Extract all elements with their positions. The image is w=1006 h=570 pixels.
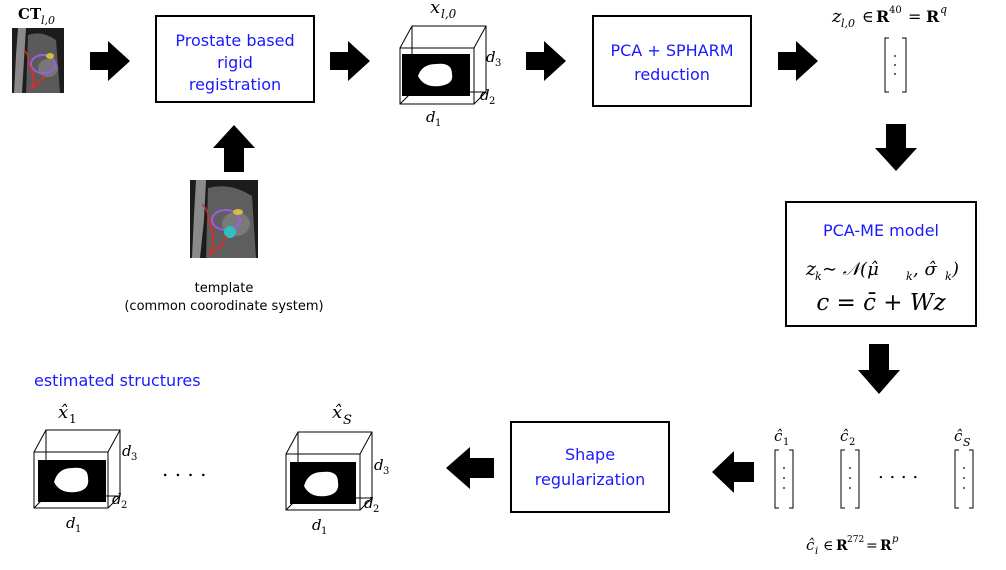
svg-text:template: template [195,281,254,296]
svg-text:=: = [908,7,921,26]
template-image [190,180,258,258]
svg-text:k: k [945,270,952,283]
svg-text:d: d [364,494,374,512]
c-vector-definition: ĉ i ∈ R 272 = R p [806,534,899,557]
rigid-registration-box: Prostate based rigid registration [155,15,315,103]
svg-text:d: d [112,490,122,508]
svg-text:l,0: l,0 [841,17,855,30]
svg-text:registration: registration [189,75,281,94]
svg-text:1: 1 [321,526,327,537]
svg-text:ĉ: ĉ [806,536,815,554]
svg-text:2: 2 [121,500,127,511]
svg-text:∈: ∈ [862,7,874,26]
svg-text:PCA + SPHARM: PCA + SPHARM [610,41,733,60]
svg-text:ĉ: ĉ [954,427,963,445]
svg-text:regularization: regularization [535,470,646,489]
arrow-down-icon [875,124,917,171]
svg-text:d: d [312,516,322,534]
svg-text:(common coorodinate system): (common coorodinate system) [124,299,323,314]
svg-text:d: d [480,86,490,104]
svg-text:2: 2 [489,96,495,107]
svg-text:x̂: x̂ [332,402,342,423]
z-vector-bracket [884,37,907,93]
svg-text:x: x [430,0,440,18]
svg-text:1: 1 [69,412,77,426]
svg-text:d: d [426,108,436,126]
arrow-right-icon [526,41,566,81]
svg-text:2: 2 [849,437,855,448]
svg-text:CT: CT [18,5,42,23]
svg-text:40: 40 [889,5,902,16]
svg-text:d: d [374,456,384,474]
svg-text:l,0: l,0 [441,7,457,21]
svg-text:S: S [343,413,352,428]
svg-text:. . . .: . . . . [878,462,918,483]
arrow-right-icon [778,41,818,81]
arrow-left-icon [446,447,494,489]
volumes-ellipsis: . . . . [162,457,207,481]
svg-text:1: 1 [435,118,441,129]
template-caption: template (common coorodinate system) [124,281,323,314]
svg-text:l,0: l,0 [41,14,55,27]
svg-text:c = c̄ + Wz: c = c̄ + Wz [816,290,946,316]
svg-text:R: R [880,538,892,554]
arrow-up-icon [213,125,255,172]
svg-text:R: R [926,7,940,26]
estimated-structures-label: estimated structures [34,371,201,390]
pca-spharm-box: PCA + SPHARM reduction [592,15,752,107]
svg-text:272: 272 [847,535,864,545]
arrow-right-icon [90,41,130,81]
volume-estimate-1: x̂ 1 d 3 d 2 d 1 [33,402,137,535]
svg-text:PCA-ME model: PCA-ME model [823,221,939,240]
svg-text:∼ 𝒩(μ̂: ∼ 𝒩(μ̂ [822,259,879,280]
svg-text:p: p [892,534,899,545]
arrow-down-icon [858,344,900,394]
svg-text:z: z [805,258,817,280]
arrow-right-icon [330,41,370,81]
svg-text:i: i [815,546,818,557]
c-vectors: ĉ 1 ĉ 2 . . . . ĉ S [774,427,974,509]
svg-text:=: = [866,538,878,554]
svg-text:3: 3 [495,58,501,69]
volume-top: x l,0 d 3 d 2 d 1 [399,0,501,129]
svg-text:d: d [122,442,132,460]
svg-text:, σ̂: , σ̂ [913,259,937,280]
svg-text:reduction: reduction [634,65,710,84]
svg-text:d: d [486,48,496,66]
svg-text:3: 3 [383,466,389,477]
svg-text:3: 3 [131,452,137,463]
svg-text:k: k [815,270,822,283]
svg-text:ĉ: ĉ [840,427,849,445]
svg-text:2: 2 [373,504,379,515]
svg-text:1: 1 [75,524,81,535]
svg-text:d: d [66,514,76,532]
svg-text:): ) [951,259,959,280]
svg-text:x̂: x̂ [58,402,68,423]
svg-text:k: k [906,270,913,283]
z-vector-definition: z l,0 ∈ R 40 = R q [831,3,947,30]
svg-text:z: z [831,6,842,27]
svg-text:Prostate based: Prostate based [175,31,294,50]
svg-text:S: S [963,436,971,449]
svg-text:Shape: Shape [565,445,615,464]
pca-me-model-box: PCA-ME model z k ∼ 𝒩(μ̂ k , σ̂ k ) c = c… [785,201,977,327]
svg-text:ĉ: ĉ [774,427,783,445]
arrow-left-icon [712,451,754,493]
shape-regularization-box: Shape regularization [510,421,670,513]
svg-text:q: q [940,3,947,16]
svg-text:R: R [836,538,848,554]
svg-text:R: R [876,7,890,26]
svg-text:∈: ∈ [823,538,833,554]
svg-text:1: 1 [783,437,789,448]
volume-estimate-s: x̂ S d 3 d 2 d 1 [285,402,389,537]
input-ct-image [12,28,64,93]
svg-text:rigid: rigid [217,53,253,72]
input-ct-label: CT l,0 [18,5,55,27]
